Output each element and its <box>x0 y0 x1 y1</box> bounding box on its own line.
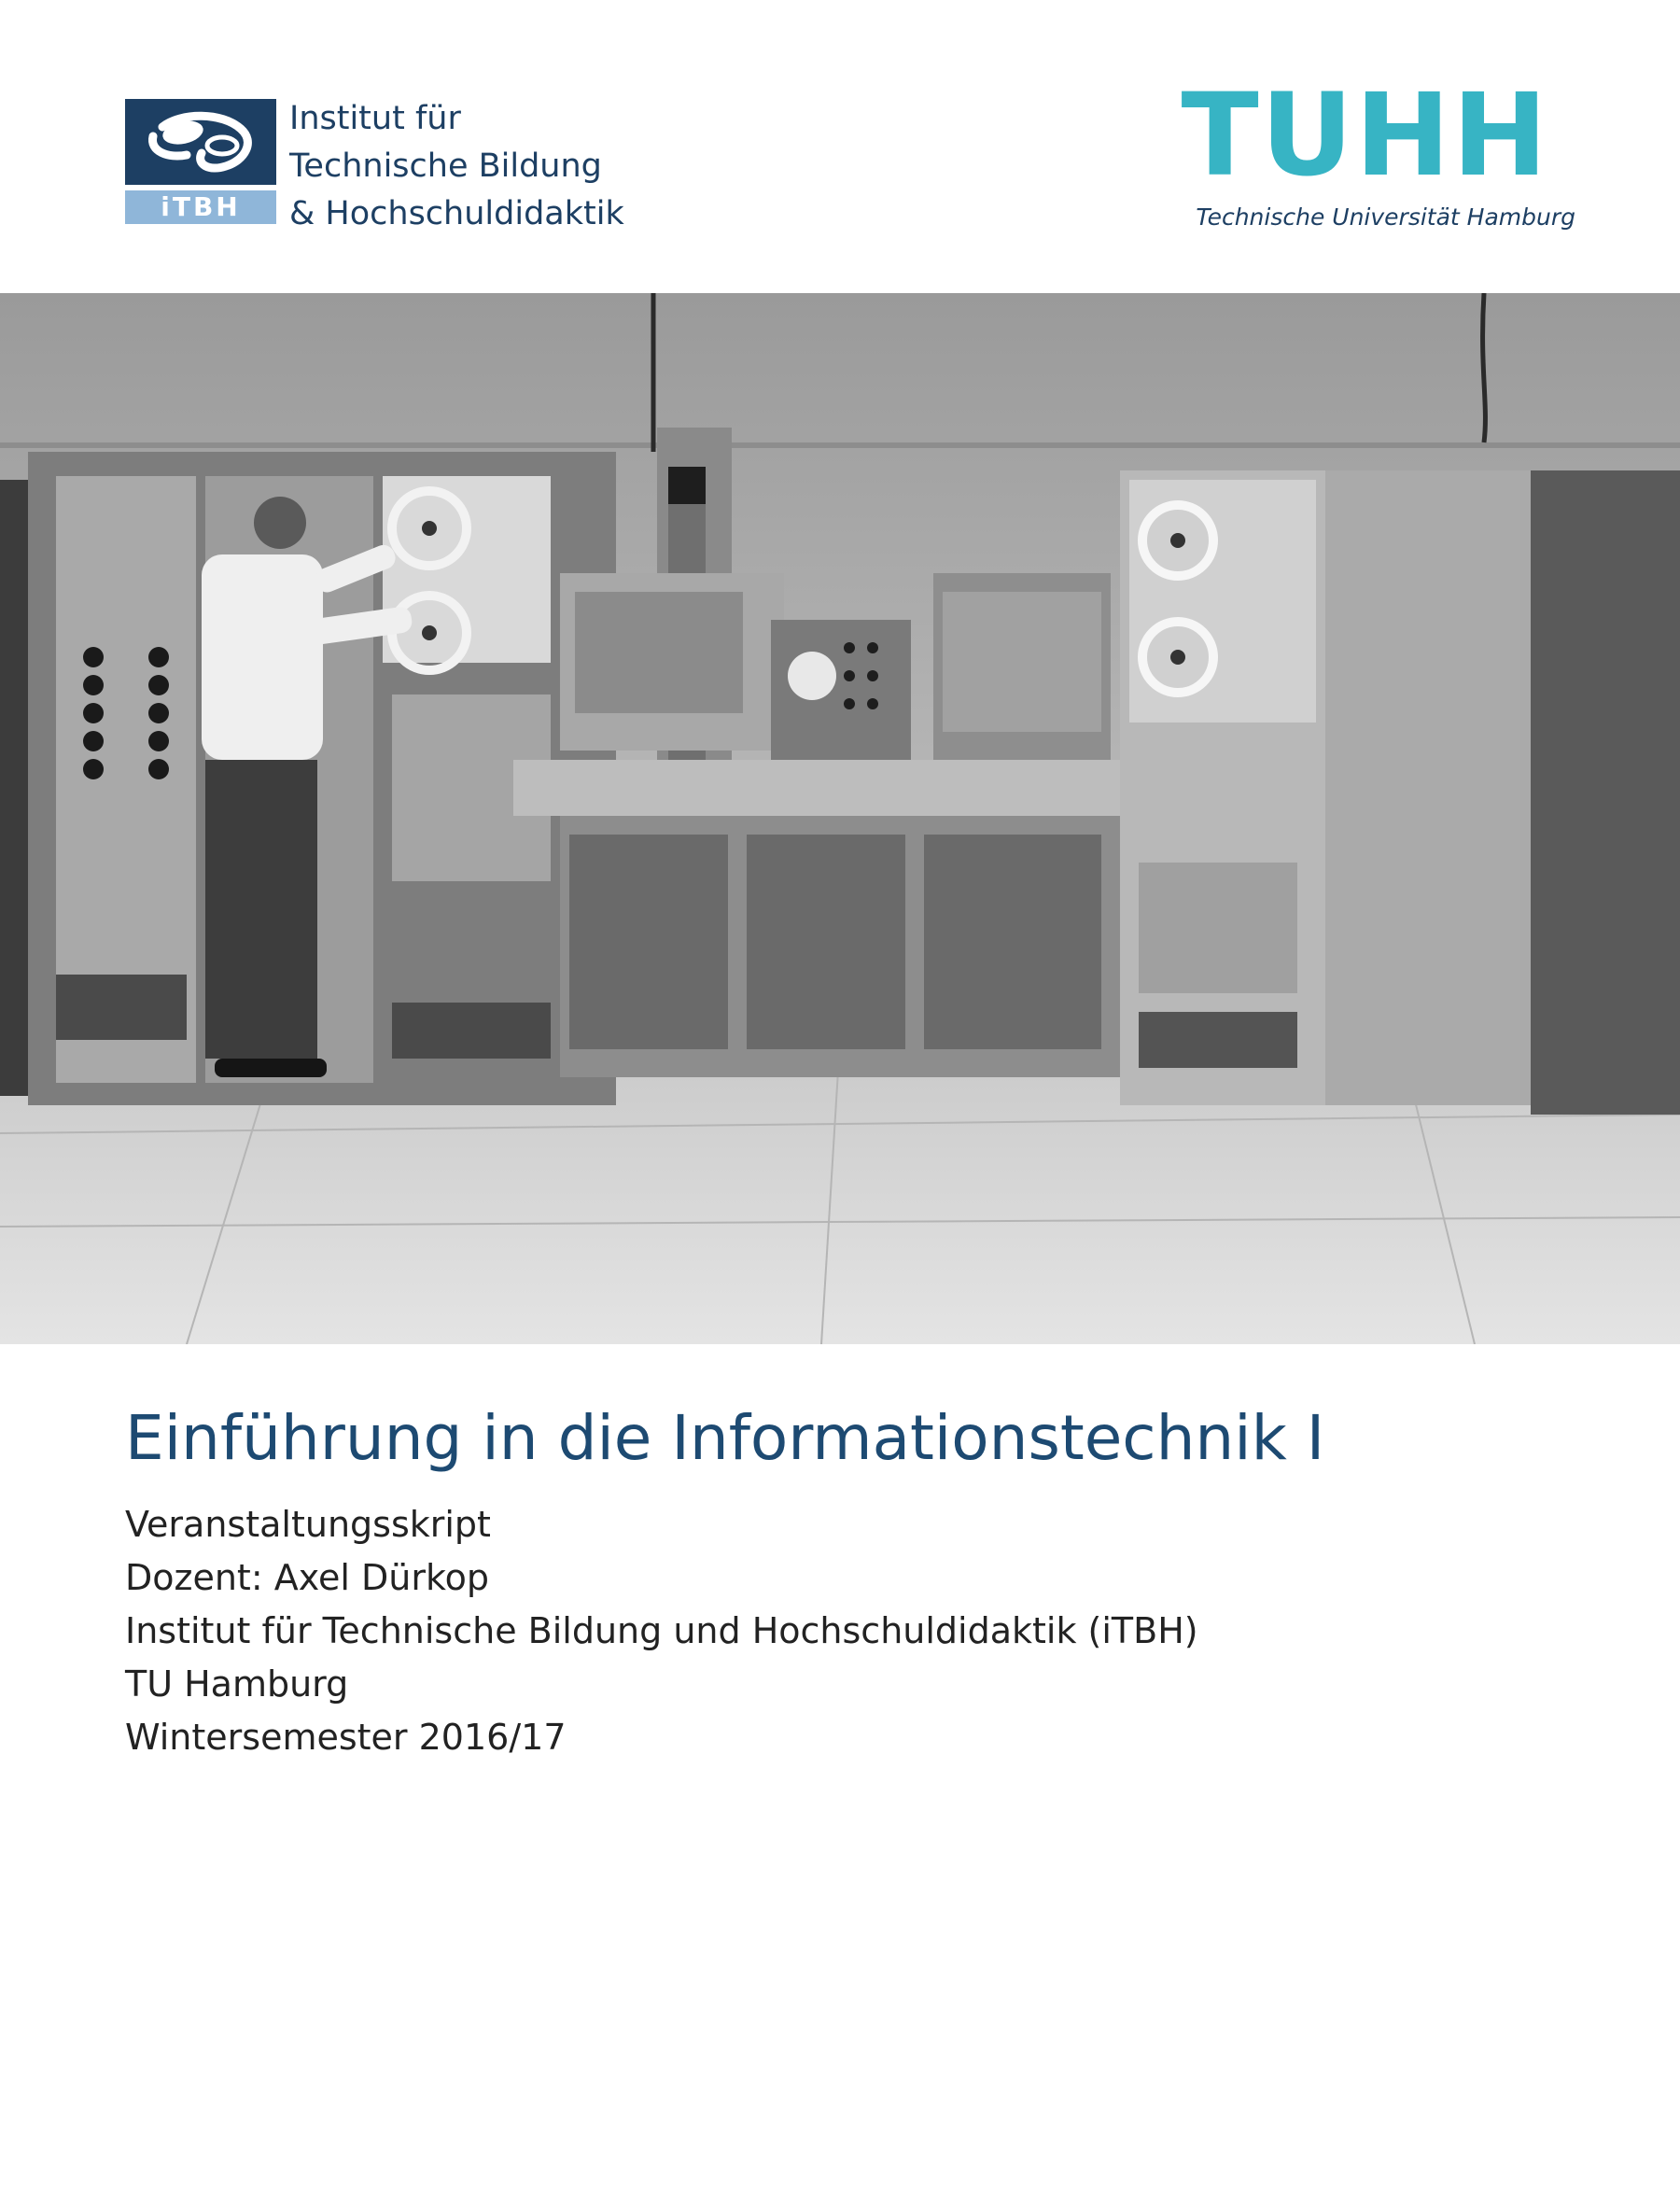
lecturer-line: Dozent: Axel Dürkop <box>125 1557 490 1598</box>
itbh-logo: iTBH Institut für Technische Bildung & H… <box>125 99 648 232</box>
document-info: Veranstaltungsskript Dozent: Axel Dürkop… <box>125 1498 1198 1764</box>
itbh-abbrev: iTBH <box>161 191 240 222</box>
itbh-logo-text: Institut für Technische Bildung & Hochsc… <box>289 95 624 238</box>
tuhh-subtitle: Technische Universität Hamburg <box>1196 203 1575 231</box>
itbh-logo-line-1: Institut für <box>289 100 461 137</box>
semester-line: Wintersemester 2016/17 <box>125 1717 567 1758</box>
itbh-logo-line-3: & Hochschuldidaktik <box>289 195 624 232</box>
itbh-logo-line-2: Technische Bildung <box>289 147 602 185</box>
university-line: TU Hamburg <box>125 1663 349 1705</box>
tuhh-wordmark: TUHH <box>1181 69 1549 202</box>
document-title: Einführung in die Informationstechnik I <box>125 1402 1325 1474</box>
document-subtitle: Veranstaltungsskript <box>125 1504 491 1545</box>
tuhh-logo: TUHH Technische Universität Hamburg <box>1182 78 1587 239</box>
institute-line: Institut für Technische Bildung und Hoch… <box>125 1610 1198 1651</box>
itbh-emblem-icon: iTBH <box>125 99 276 224</box>
vintage-computer-photo <box>0 293 1680 1344</box>
